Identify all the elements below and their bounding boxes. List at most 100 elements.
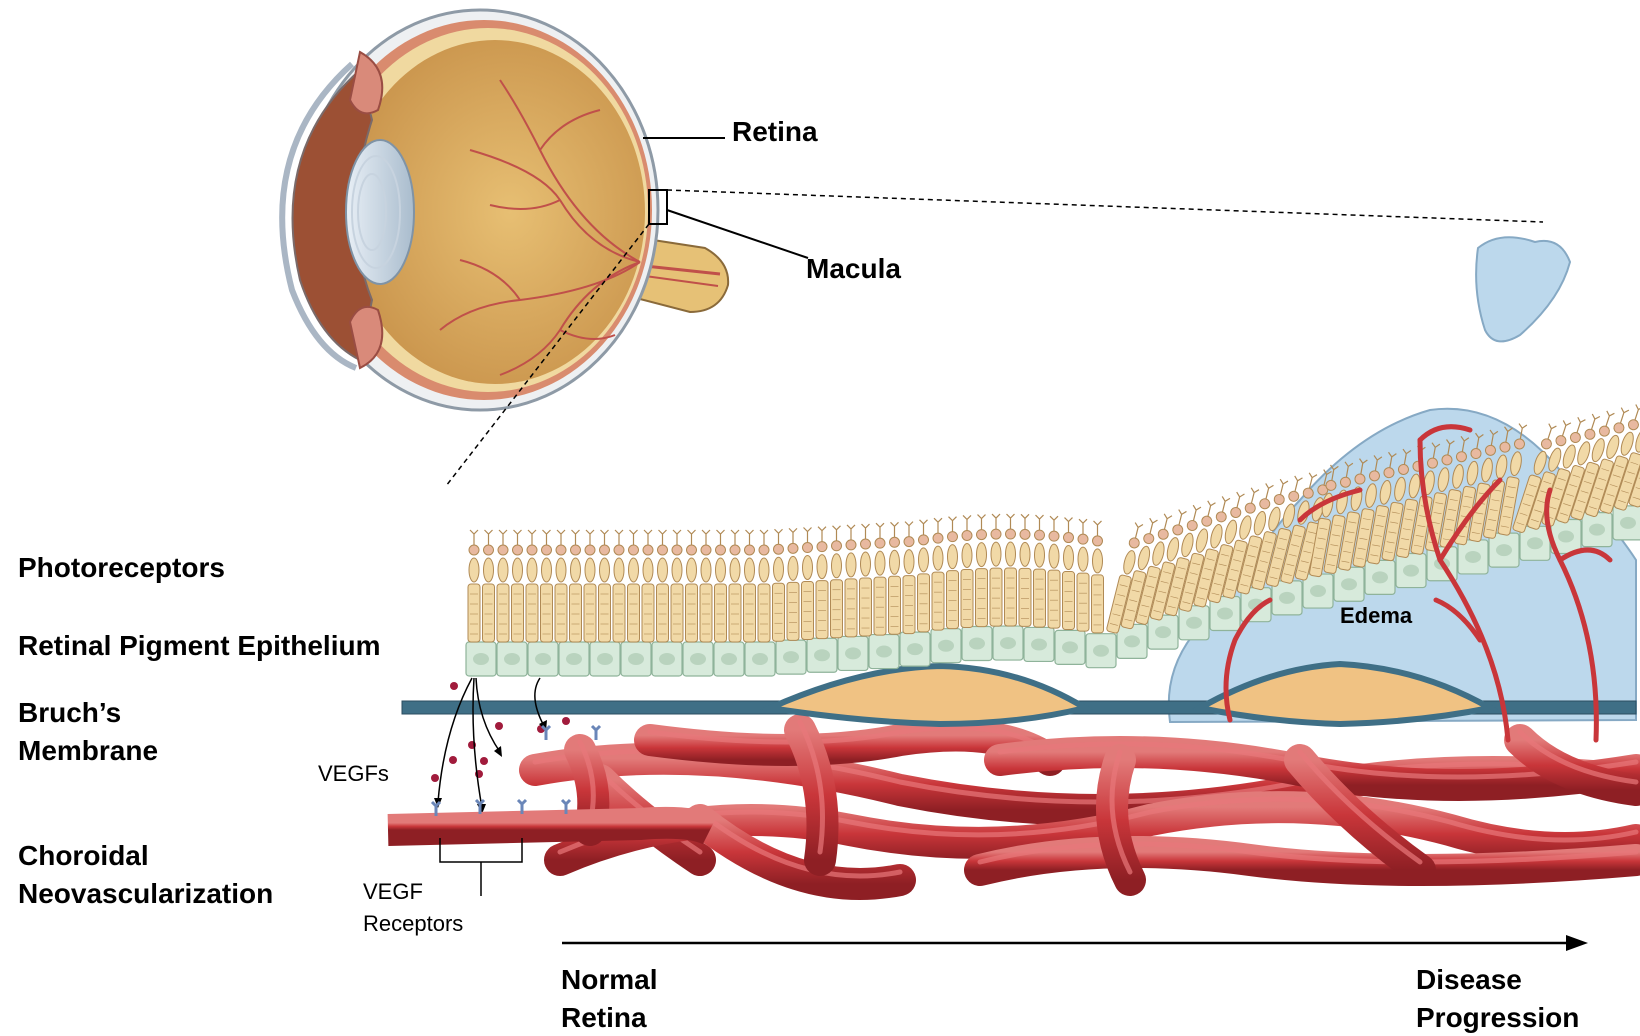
rpe-cell-nucleus	[597, 653, 613, 665]
photoreceptor-inner-segment	[643, 558, 653, 582]
photoreceptor-inner-segment	[745, 558, 755, 582]
photoreceptor-inner-segment	[875, 551, 885, 575]
photoreceptor-outer-segment	[700, 584, 712, 642]
rpe-cell-nucleus	[1403, 565, 1419, 577]
photoreceptor-outer-segment	[831, 580, 843, 638]
photoreceptor-synapse	[1094, 521, 1102, 536]
photoreceptor-cell	[468, 530, 480, 642]
photoreceptor-synapse	[1602, 411, 1614, 428]
photoreceptor-cell	[483, 530, 495, 642]
rpe-cell-nucleus	[907, 643, 923, 655]
photoreceptor-inner-segment	[1020, 542, 1030, 566]
photoreceptor-nucleus	[1093, 536, 1103, 546]
photoreceptor-outer-segment	[628, 584, 640, 642]
photoreceptor-nucleus	[977, 530, 987, 540]
photoreceptor-outer-segment	[1005, 568, 1017, 626]
receptor-bracket	[440, 838, 522, 896]
rpe-cell-nucleus	[1527, 537, 1543, 549]
photoreceptor-inner-segment	[672, 558, 682, 582]
photoreceptor-cell	[773, 529, 785, 641]
photoreceptor-synapse	[1219, 496, 1230, 512]
photoreceptor-cell	[628, 530, 640, 642]
photoreceptor-nucleus	[1555, 434, 1568, 447]
photoreceptor-nucleus	[484, 545, 494, 555]
photoreceptor-synapse	[586, 530, 594, 545]
rpe-cell-nucleus	[535, 653, 551, 665]
photoreceptor-nucleus	[672, 545, 682, 555]
photoreceptor-nucleus	[1540, 438, 1553, 451]
photoreceptor-synapse	[1617, 408, 1629, 425]
photoreceptor-outer-segment	[1048, 570, 1060, 628]
rpe-cell-nucleus	[690, 653, 706, 665]
photoreceptor-cell	[831, 526, 843, 638]
photoreceptor-inner-segment	[803, 556, 813, 580]
photoreceptor-nucleus	[556, 545, 566, 555]
rpe-cell-nucleus	[1031, 638, 1047, 650]
photoreceptor-synapse	[1079, 519, 1087, 534]
photoreceptor-synapse	[775, 529, 783, 544]
rpe-cell-nucleus	[1558, 530, 1574, 542]
edema-blob-top	[1476, 237, 1570, 341]
photoreceptor-synapse	[1544, 424, 1556, 441]
photoreceptor-synapse	[876, 523, 884, 538]
photoreceptor-outer-segment	[686, 584, 698, 642]
photoreceptor-cell	[961, 515, 973, 627]
photoreceptor-cell	[686, 530, 698, 642]
photoreceptor-outer-segment	[1077, 573, 1089, 631]
photoreceptor-inner-segment	[788, 556, 798, 580]
photoreceptor-outer-segment	[816, 581, 828, 639]
photoreceptor-synapse	[963, 515, 971, 530]
rpe-cell-nucleus	[876, 646, 892, 658]
photoreceptor-inner-segment	[1093, 549, 1103, 573]
normal-retina-label-line1: Normal	[561, 962, 657, 998]
bruchs-label-line2: Membrane	[18, 733, 158, 769]
photoreceptor-inner-segment	[585, 558, 595, 582]
photoreceptor-synapse	[891, 522, 899, 537]
rpe-cell-nucleus	[628, 653, 644, 665]
photoreceptor-outer-segment	[584, 584, 596, 642]
photoreceptor-outer-segment	[990, 568, 1002, 626]
photoreceptor-cell	[729, 530, 741, 642]
photoreceptor-nucleus	[614, 545, 624, 555]
rpe-cell-nucleus	[1620, 517, 1636, 529]
photoreceptor-outer-segment	[845, 579, 857, 637]
photoreceptor-synapse	[978, 515, 986, 530]
photoreceptor-nucleus	[1035, 530, 1045, 540]
photoreceptor-outer-segment	[918, 574, 930, 632]
photoreceptor-outer-segment	[526, 584, 538, 642]
photoreceptor-synapse	[1291, 476, 1302, 492]
photoreceptor-outer-segment	[497, 584, 509, 642]
photoreceptor-outer-segment	[1092, 575, 1104, 633]
photoreceptor-synapse	[833, 526, 841, 541]
photoreceptor-synapse	[1248, 488, 1259, 504]
photoreceptor-cell	[1063, 518, 1075, 630]
photoreceptor-inner-segment	[498, 558, 508, 582]
photoreceptor-synapse	[1559, 420, 1571, 437]
rpe-cell-nucleus	[1589, 524, 1605, 536]
normal-retina-label-line2: Retina	[561, 1000, 647, 1036]
rpe-cell-nucleus	[1217, 608, 1233, 620]
photoreceptor-cell	[990, 514, 1002, 626]
rpe-cell-nucleus	[938, 640, 954, 652]
photoreceptor-inner-segment	[513, 558, 523, 582]
photoreceptor-outer-segment	[860, 578, 872, 636]
photoreceptor-nucleus	[933, 533, 943, 543]
photoreceptor-inner-segment	[861, 552, 871, 576]
photoreceptor-inner-segment	[1006, 542, 1016, 566]
photoreceptor-outer-segment	[468, 584, 480, 642]
photoreceptor-nucleus	[1049, 531, 1059, 541]
photoreceptor-nucleus	[701, 545, 711, 555]
photoreceptor-inner-segment	[991, 542, 1001, 566]
photoreceptor-inner-segment	[1633, 428, 1640, 454]
choroidal-vessels	[535, 722, 1636, 884]
photoreceptor-cell	[918, 520, 930, 632]
photoreceptor-nucleus	[1584, 428, 1597, 441]
photoreceptor-nucleus	[1006, 529, 1016, 539]
photoreceptor-outer-segment	[1019, 568, 1031, 626]
photoreceptor-synapse	[1132, 523, 1143, 539]
photoreceptor-synapse	[949, 517, 957, 532]
photoreceptor-cell	[947, 517, 959, 629]
photoreceptor-outer-segment	[657, 584, 669, 642]
edema-label: Edema	[1340, 603, 1412, 629]
photoreceptor-cell	[526, 530, 538, 642]
